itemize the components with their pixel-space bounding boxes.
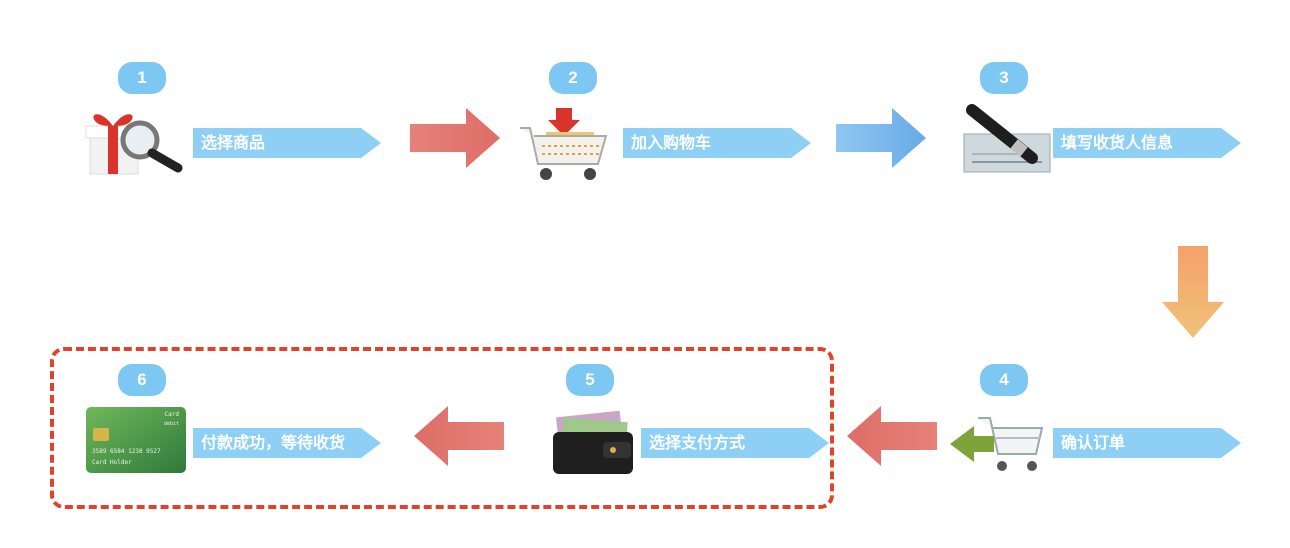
card-type-text: debit bbox=[163, 421, 179, 427]
highlight-box bbox=[50, 347, 834, 509]
flow-arrow-3-4 bbox=[1162, 246, 1224, 344]
card-holder: Card Holder bbox=[92, 459, 132, 466]
step-2-label: 加入购物车 bbox=[623, 128, 813, 158]
step-3-badge: 3 bbox=[980, 62, 1028, 94]
wallet-icon bbox=[549, 410, 639, 482]
step-2-badge: 2 bbox=[549, 62, 597, 94]
card-top-text: Card bbox=[164, 411, 179, 418]
check-pen-icon bbox=[958, 104, 1054, 180]
step-6-label: 付款成功，等待收货 bbox=[193, 428, 383, 458]
step-4-badge: 4 bbox=[980, 364, 1028, 396]
flow-arrow-5-6 bbox=[412, 406, 504, 470]
card-number: 3589 6584 1238 9527 bbox=[92, 448, 161, 455]
cart-confirm-icon bbox=[950, 404, 1046, 480]
step-4-label: 确认订单 bbox=[1053, 428, 1243, 458]
step-1-badge: 1 bbox=[118, 62, 166, 94]
step-1-label: 选择商品 bbox=[193, 128, 383, 158]
flow-arrow-1-2 bbox=[410, 108, 502, 172]
gift-search-icon bbox=[82, 108, 192, 182]
step-6-badge: 6 bbox=[118, 364, 166, 396]
flow-arrow-4-5 bbox=[845, 406, 937, 470]
flow-arrow-2-3 bbox=[836, 108, 928, 172]
step-5-label: 选择支付方式 bbox=[641, 428, 831, 458]
step-3-label: 填写收货人信息 bbox=[1053, 128, 1243, 158]
shopping-cart-icon bbox=[516, 106, 612, 186]
credit-card-icon: Card debit 3589 6584 1238 9527 Card Hold… bbox=[85, 406, 187, 474]
step-5-badge: 5 bbox=[566, 364, 614, 396]
